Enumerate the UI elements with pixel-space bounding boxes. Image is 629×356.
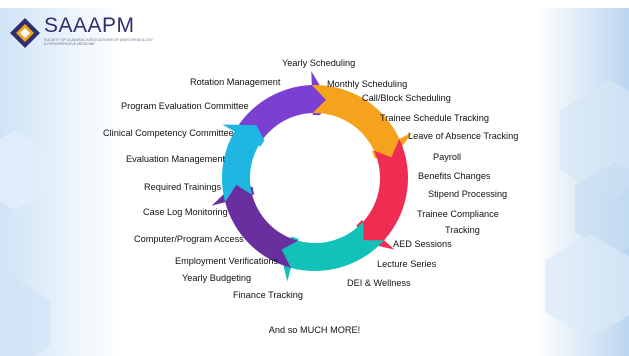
label-finance-tracking: Finance Tracking: [233, 290, 303, 300]
label-rotation-management: Rotation Management: [190, 77, 281, 87]
logo-subtitle: SOCIETY OF ACADEMIC ASSOCIATIONS OF ANES…: [44, 38, 153, 47]
label-call-block-scheduling: Call/Block Scheduling: [362, 93, 451, 103]
label-leave-of-absence-tracking: Leave of Absence Tracking: [408, 131, 519, 141]
logo-emblem-icon: [10, 18, 40, 48]
label-yearly-budgeting: Yearly Budgeting: [182, 273, 252, 283]
label-aed-sessions: AED Sessions: [393, 239, 452, 249]
label-yearly-scheduling: Yearly Scheduling: [282, 58, 356, 68]
label-dei-wellness: DEI & Wellness: [347, 278, 411, 288]
label-computer-program-access: Computer/Program Access: [134, 234, 244, 244]
label-trainee-schedule-tracking: Trainee Schedule Tracking: [380, 113, 489, 123]
logo: SAAAPM SOCIETY OF ACADEMIC ASSOCIATIONS …: [8, 14, 153, 52]
label-evaluation-management: Evaluation Management: [126, 154, 226, 164]
label-trainee-compliance: Trainee Compliance: [417, 209, 499, 219]
label-case-log-monitoring: Case Log Monitoring: [143, 207, 228, 217]
segment-purple-top: [234, 71, 329, 146]
segment-cyan: [222, 124, 271, 203]
label-and-so-much-more: And so MUCH MORE!: [268, 325, 361, 335]
segment-orange: [311, 85, 412, 161]
label-monthly-scheduling: Monthly Scheduling: [327, 79, 408, 89]
label-program-evaluation-committee: Program Evaluation Committee: [121, 101, 249, 111]
label-payroll: Payroll: [433, 152, 462, 162]
label-lecture-series: Lecture Series: [377, 259, 437, 269]
segment-deep-purple: [211, 182, 299, 268]
logo-name: SAAAPM: [44, 14, 135, 37]
cycle-ring: [211, 71, 412, 282]
segment-red: [352, 138, 409, 250]
label-benefits-changes: Benefits Changes: [418, 171, 491, 181]
segment-teal: [279, 221, 385, 282]
label-required-trainings: Required Trainings: [144, 182, 222, 192]
ring-center: [252, 115, 378, 241]
label-stipend-processing: Stipend Processing: [428, 189, 508, 199]
label-tracking: Tracking: [445, 225, 480, 235]
label-clinical-competency-committee: Clinical Competency Committee: [103, 128, 234, 138]
label-employment-verifications: Employment Verifications: [175, 256, 279, 266]
